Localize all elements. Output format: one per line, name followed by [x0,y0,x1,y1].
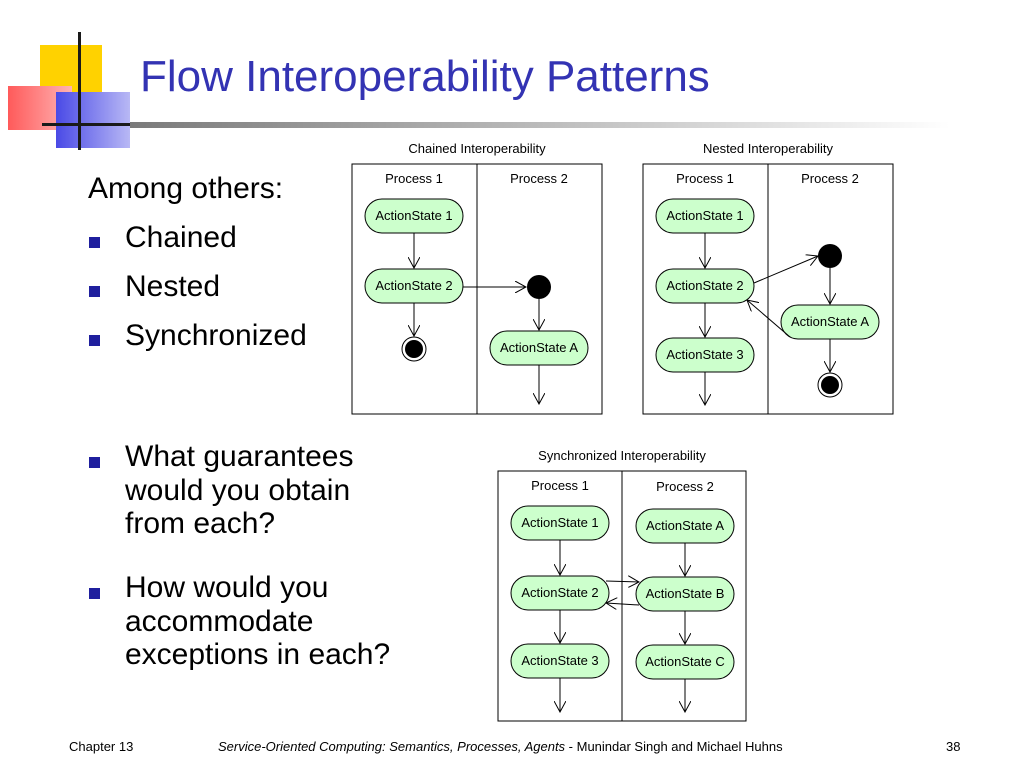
lane-header: Process 1 [531,478,589,493]
chained-diagram: Chained Interoperability Process 1 Proce… [351,141,603,415]
action-state-label: ActionState A [646,518,724,533]
flow-arrow [747,300,791,338]
action-state-label: ActionState 2 [666,278,743,293]
lane-header: Process 2 [801,171,859,186]
action-state-label: ActionState 1 [666,208,743,223]
chained-title: Chained Interoperability [408,141,546,156]
flow-arrow [753,256,818,284]
question-line: accommodate [125,604,314,638]
final-node [401,336,427,362]
title-underline [130,122,950,128]
lane-header: Process 2 [656,479,714,494]
footer-authors: - Munindar Singh and Michael Huhns [565,739,783,754]
action-state-label: ActionState A [791,314,869,329]
synchronized-diagram: Synchronized Interoperability Process 1 … [497,448,747,722]
action-state-label: ActionState 1 [375,208,452,223]
action-state-label: ActionState C [645,654,725,669]
action-state-label: ActionState 3 [666,347,743,362]
question-line: from each? [125,507,276,541]
action-state-label: ActionState 2 [521,585,598,600]
action-state-label: ActionState A [500,340,578,355]
sync-arrow [606,603,640,605]
bullet-marker [89,335,100,346]
lane-header: Process 1 [676,171,734,186]
nested-title: Nested Interoperability [703,141,834,156]
lane-header: Process 1 [385,171,443,186]
question-line: would you obtain [125,473,351,507]
action-state-label: ActionState 1 [521,515,598,530]
footer-page-number: 38 [946,739,961,754]
intro-text: Among others: [88,172,284,205]
footer-citation: Service-Oriented Computing: Semantics, P… [218,739,783,754]
lane-header: Process 2 [510,171,568,186]
question-guarantees: What guarantees would you obtain from ea… [125,440,353,541]
question-line: How would you [125,571,329,604]
bullet-nested: Nested [125,270,221,303]
bullet-marker [89,286,100,297]
question-exceptions: How would you accommodate exceptions in … [125,571,390,672]
action-state-label: ActionState 2 [375,278,452,293]
bullet-marker [89,237,100,248]
sync-arrow [605,581,639,582]
footer-book-title: Service-Oriented Computing: Semantics, P… [218,739,566,754]
nested-diagram: Nested Interoperability Process 1 Proces… [642,141,894,415]
action-state-label: ActionState B [646,586,725,601]
slide-title: Flow Interoperability Patterns [140,52,710,101]
initial-node [818,244,842,268]
decorative-vertical-line [78,32,81,150]
action-state-label: ActionState 3 [521,653,598,668]
final-node-core [821,376,839,394]
footer-chapter: Chapter 13 [69,739,134,754]
initial-node [527,275,551,299]
bullet-chained: Chained [125,221,237,254]
final-node [817,372,843,398]
decorative-horizontal-line [42,123,140,126]
bullet-marker [89,457,100,468]
synchronized-title: Synchronized Interoperability [538,448,706,463]
question-line: What guarantees [125,440,354,473]
bullet-synchronized: Synchronized [125,319,307,352]
bullet-marker [89,588,100,599]
final-node-core [405,340,423,358]
question-line: exceptions in each? [125,638,391,672]
decorative-blue-square [56,92,130,148]
